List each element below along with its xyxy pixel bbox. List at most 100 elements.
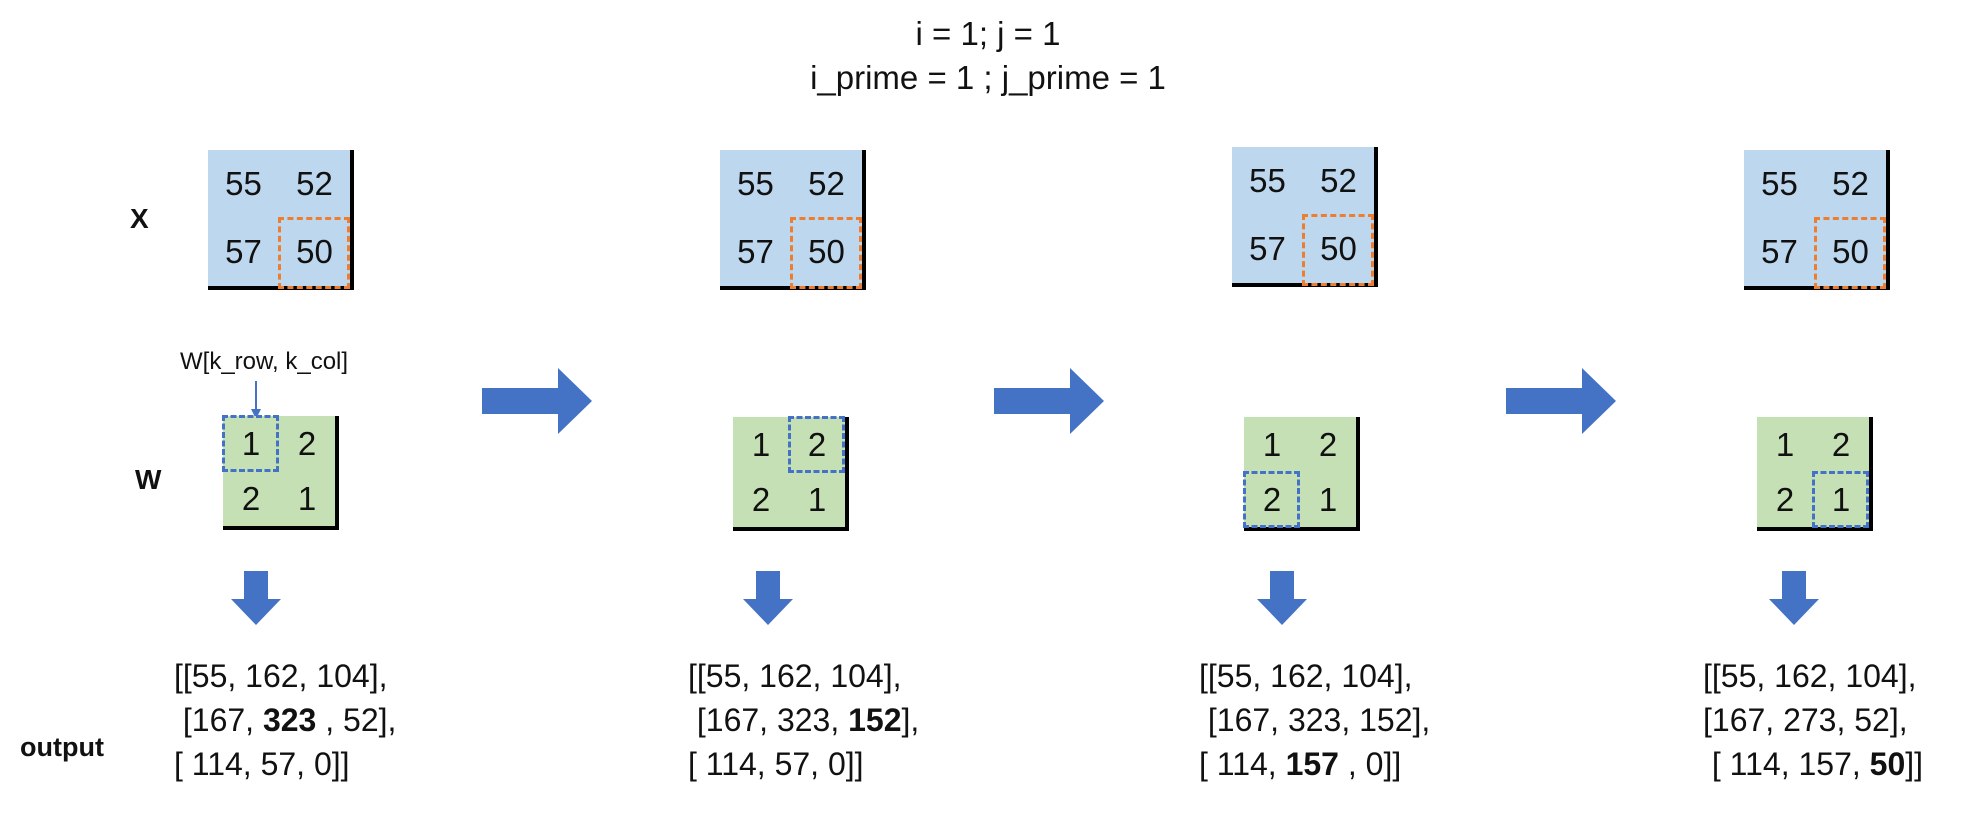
x-cell-0-1: 52 [1320,162,1357,199]
output-value: 55, [1216,658,1262,694]
output-row: [167, 273, 52], [1703,698,1923,742]
output-row: [167, 323 , 52], [174,698,397,742]
output-value-updated: 323 [262,702,317,738]
output-value: 114, [1729,746,1790,782]
bracket-open: [ [1199,702,1217,738]
output-value: 57, [260,746,306,782]
output-value: 157, [1798,746,1861,782]
x-cell-0-0: 55 [737,165,774,202]
output-value: 167, [191,702,255,738]
output-value: 55, [705,658,751,694]
bracket-close: ], [1889,702,1908,738]
output-row: [[55, 162, 104], [1703,654,1923,698]
x-cell-0-1: 52 [1832,165,1869,202]
bracket-close: ]] [1383,746,1402,782]
w-cell-0-1: 2 [1318,426,1338,463]
output-value: 114, [191,746,252,782]
down-arrow-icon [231,571,281,625]
output-value-updated: 152 [848,702,902,738]
row-label-output: output [20,732,104,762]
bracket-open: [ [1703,702,1712,738]
output-row: [[55, 162, 104], [688,654,919,698]
x-cell-0-1: 52 [296,165,333,202]
output-value: 114, [705,746,766,782]
w-cell-0-0: 1 [1262,426,1282,463]
output-value: 273, [1783,702,1846,738]
right-arrow-icon [994,368,1104,434]
output-row: [[55, 162, 104], [174,654,396,698]
right-arrow-icon [482,368,592,434]
row-label-w: W [135,464,162,495]
bracket-close: ], [1412,702,1431,738]
w-cell-1-0: 2 [1262,481,1282,518]
bracket-open: [ [688,702,706,738]
w-cell-0-1: 2 [1831,426,1851,463]
w-matrix-background [1244,417,1360,531]
bracket-close: ], [369,658,388,694]
x-cell-0-0: 55 [1761,165,1798,202]
output-value: 55, [191,658,237,694]
output-value: 323, [1287,702,1351,738]
output-array-step-2: [[55, 162, 104], [167, 323, 152],[ 114, … [688,654,919,786]
w-cell-0-0: 1 [1775,426,1795,463]
output-value: 152 [1359,702,1413,738]
x-matrix-background [1232,147,1378,287]
w-cell-0-0: 1 [241,425,261,462]
output-value: 162, [245,658,308,694]
output-value: 57, [774,746,820,782]
output-value: 162, [1270,658,1333,694]
x-cell-1-1: 50 [808,233,845,270]
bracket-close: ], [1898,658,1917,694]
row-label-x: X [130,203,149,234]
output-value: 167, [1216,702,1280,738]
right-arrow-icon [1506,368,1616,434]
bracket-open: [[ [174,658,192,694]
output-row: [[55, 162, 104], [1199,654,1430,698]
output-row: [ 114, 57, 0]] [688,742,919,786]
output-row: [167, 323, 152], [1199,698,1430,742]
down-arrow-icon [1769,571,1819,625]
bracket-open: [[ [1703,658,1721,694]
x-cell-1-1: 50 [296,233,333,270]
output-value: 167, [1711,702,1775,738]
output-value: 104 [316,658,370,694]
bracket-open: [ [688,746,706,782]
output-value: , 52 [325,702,379,738]
bracket-open: [ [174,746,192,782]
x-cell-0-0: 55 [1249,162,1286,199]
bracket-close: ]] [1905,746,1924,782]
output-value: 0 [313,746,332,782]
w-index-annotation: W[k_row, k_col] [180,348,349,375]
x-cell-0-0: 55 [225,165,262,202]
bracket-close: ], [1394,658,1413,694]
x-cell-1-1: 50 [1320,230,1357,267]
output-value: 162, [759,658,822,694]
output-value-updated: 157 [1285,746,1339,782]
w-cell-1-1: 1 [1318,481,1338,518]
output-array-step-1: [[55, 162, 104], [167, 323 , 52],[ 114, … [174,654,396,786]
output-value: 52 [1854,702,1890,738]
w-cell-1-1: 1 [1831,481,1851,518]
output-row: [167, 323, 152], [688,698,919,742]
output-array-step-3: [[55, 162, 104], [167, 323, 152],[ 114, … [1199,654,1430,786]
bracket-open: [[ [688,658,706,694]
x-cell-1-0: 57 [737,233,774,270]
output-value: , 0 [1347,746,1384,782]
header-line-2: i_prime = 1 ; j_prime = 1 [810,59,1166,96]
x-cell-0-1: 52 [808,165,845,202]
w-matrix-background [1757,417,1873,531]
output-value-updated: 50 [1869,746,1906,782]
output-value: 323, [776,702,840,738]
output-value: 104 [830,658,884,694]
bracket-open: [ [174,702,192,738]
bracket-open: [[ [1199,658,1217,694]
output-value: 162, [1774,658,1837,694]
w-matrix-background [733,417,849,531]
bracket-close: ], [883,658,902,694]
bracket-close: ]] [845,746,864,782]
output-value: 0 [827,746,846,782]
output-row: [ 114, 157, 50]] [1703,742,1923,786]
w-cell-1-0: 2 [241,480,261,517]
w-cell-0-1: 2 [297,425,317,462]
w-cell-0-0: 1 [751,426,771,463]
